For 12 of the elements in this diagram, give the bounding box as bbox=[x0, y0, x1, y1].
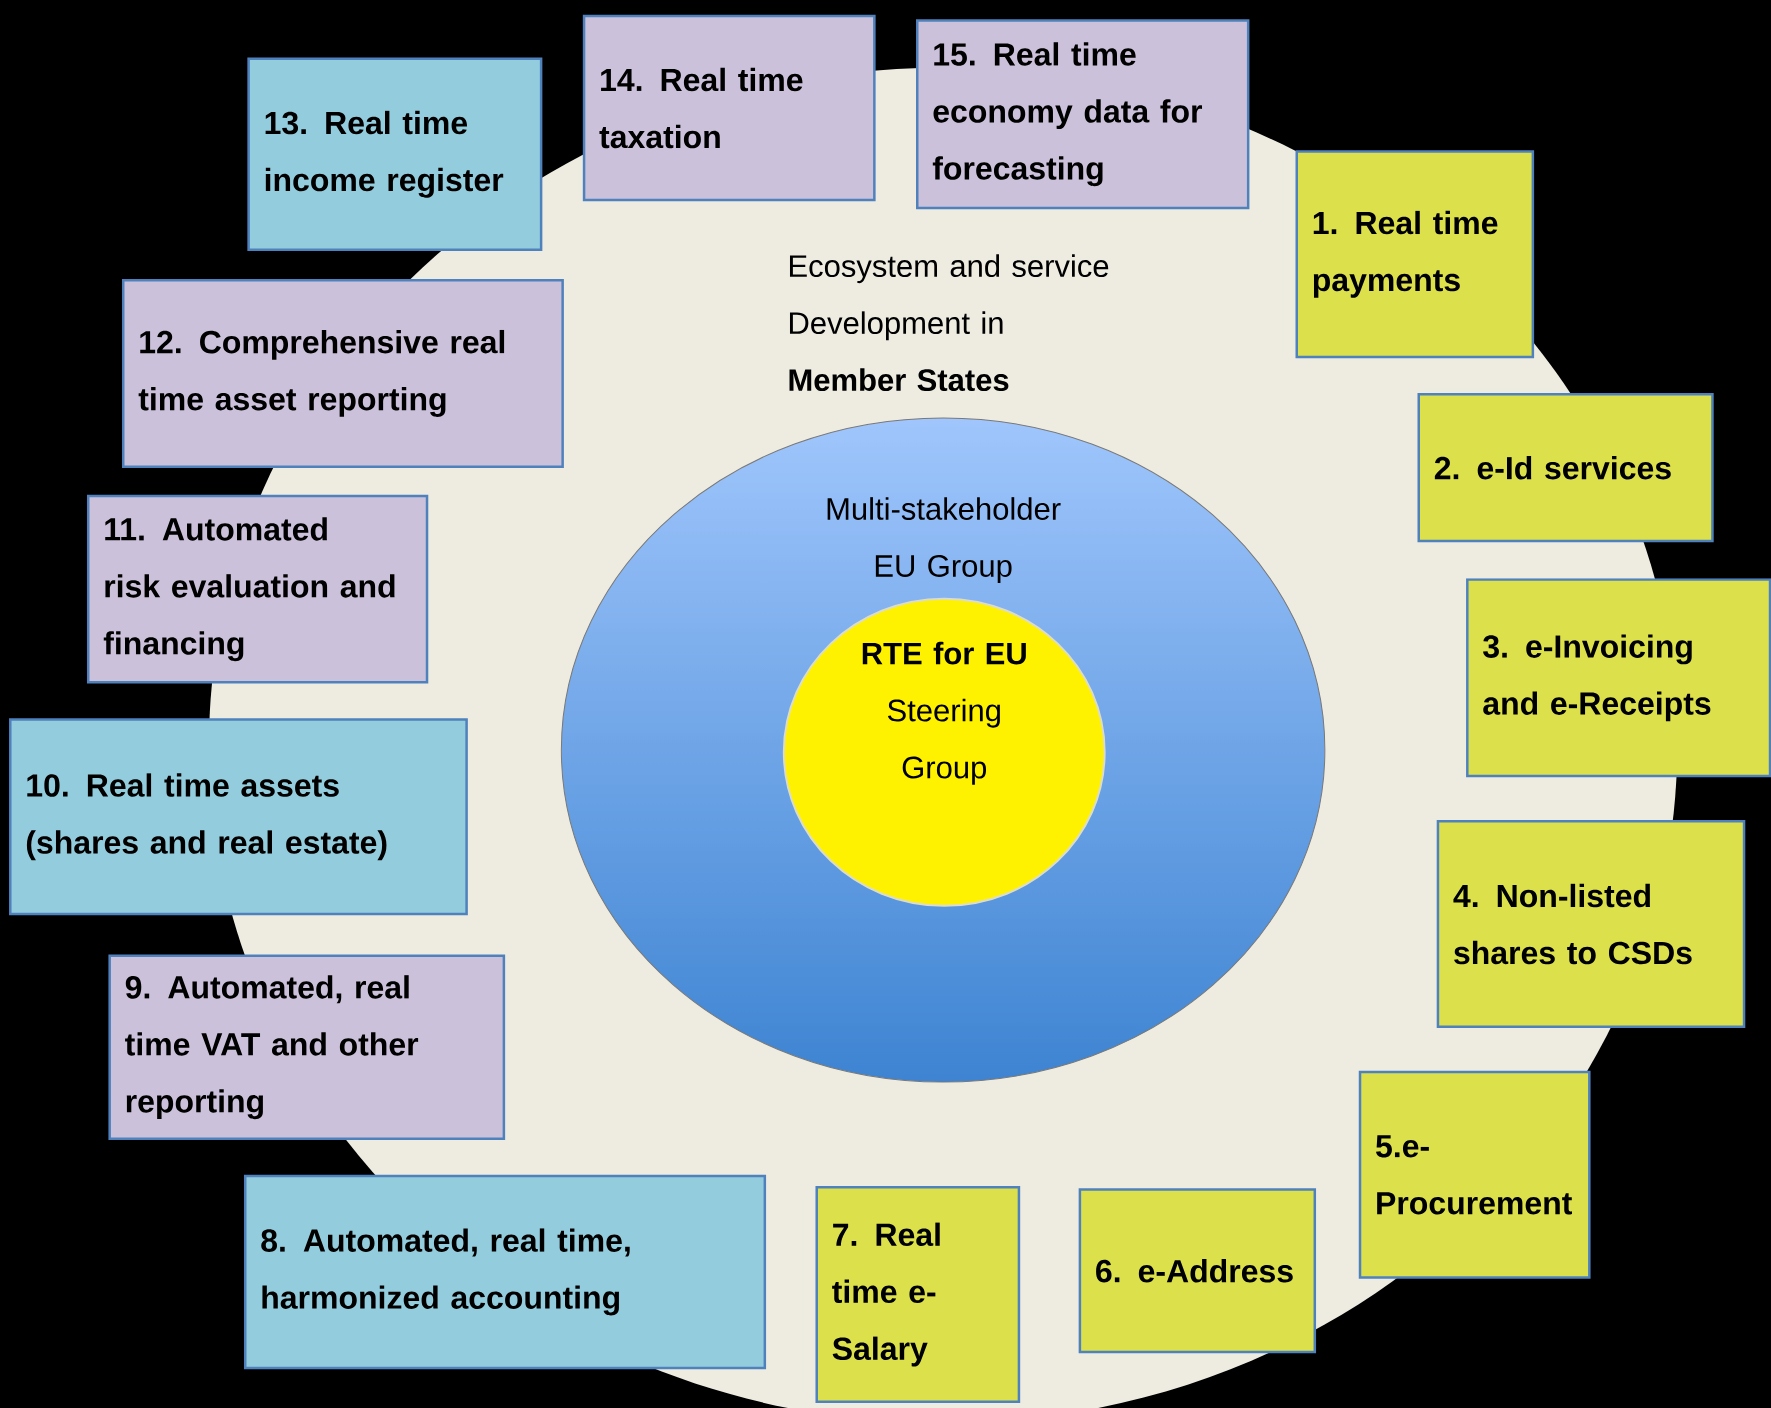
text-box: 4. Non-listed shares to CSDs bbox=[1436, 819, 1746, 1028]
text-box: 9. Automated, real time VAT and other reporting bbox=[108, 954, 506, 1140]
text-box: 14. Real time taxation bbox=[582, 14, 876, 202]
text-box: 6. e-Address bbox=[1078, 1188, 1317, 1354]
text-box: 15. Real time economy data for forecasting bbox=[916, 19, 1250, 209]
text-box: 13. Real time income register bbox=[247, 57, 543, 251]
text-box: 10. Real time assets (shares and real estate) bbox=[9, 718, 468, 915]
text-box: 7. Real time e-Salary bbox=[815, 1185, 1021, 1403]
text-box: 11. Automated risk evaluation and financing bbox=[86, 494, 429, 684]
text-box: 2. e-Id services bbox=[1417, 392, 1714, 543]
text-box: 12. Comprehensive real time asset reporting bbox=[122, 278, 564, 468]
text-box: 3. e-Invoicing and e-Receipts bbox=[1466, 578, 1771, 778]
